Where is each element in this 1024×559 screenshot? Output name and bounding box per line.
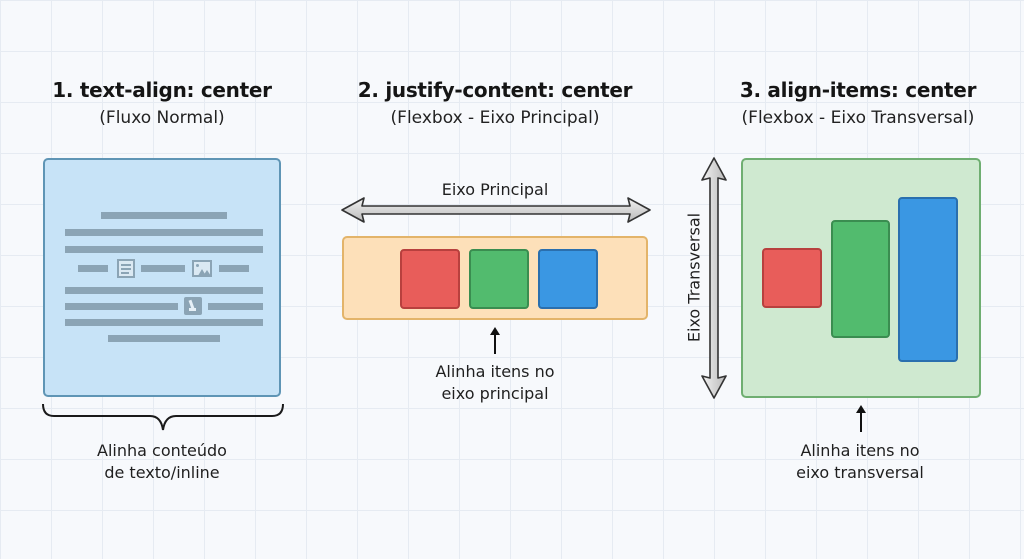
document-icon — [117, 259, 135, 278]
text-line — [101, 212, 227, 219]
flex-item-green — [469, 249, 529, 309]
panel-3-subtitle: (Flexbox - Eixo Transversal) — [741, 108, 975, 128]
caption-line: Alinha itens no — [800, 441, 920, 460]
curly-brace — [42, 403, 284, 431]
flex-item-green — [831, 220, 890, 338]
flex-item-red — [400, 249, 460, 309]
cross-axis-arrow — [701, 157, 727, 399]
text-line — [65, 303, 178, 310]
text-line — [78, 265, 108, 272]
panel-1-caption: Alinha conteúdo de texto/inline — [12, 440, 312, 484]
panel-3-caption: Alinha itens no eixo transversal — [760, 440, 960, 484]
flex-item-blue — [898, 197, 958, 362]
text-line — [65, 319, 263, 326]
text-line — [219, 265, 249, 272]
caption-line: eixo transversal — [796, 463, 924, 482]
panel-2-subtitle: (Flexbox - Eixo Principal) — [390, 108, 600, 128]
up-arrow-icon — [856, 405, 866, 432]
text-line — [65, 229, 263, 236]
main-axis-label: Eixo Principal — [441, 180, 549, 199]
justify-content-container — [342, 236, 648, 320]
text-line — [108, 335, 220, 342]
flex-item-red — [762, 248, 822, 308]
caption-line: Alinha conteúdo — [97, 441, 227, 460]
panel-1-subtitle: (Fluxo Normal) — [99, 108, 225, 128]
caption-line: de texto/inline — [104, 463, 220, 482]
caption-line: Alinha itens no — [435, 362, 555, 381]
main-axis-arrow — [341, 197, 651, 223]
caption-line: eixo principal — [441, 384, 549, 403]
align-items-container — [741, 158, 981, 398]
panel-2-title: 2. justify-content: center — [357, 78, 633, 102]
text-line — [208, 303, 263, 310]
text-align-container — [43, 158, 281, 397]
text-line — [141, 265, 185, 272]
up-arrow-icon — [490, 327, 500, 354]
text-line — [65, 287, 263, 294]
panel-1-title: 1. text-align: center — [52, 78, 272, 102]
flex-item-blue — [538, 249, 598, 309]
image-icon — [192, 260, 212, 277]
person-icon — [184, 297, 202, 315]
text-line — [65, 246, 263, 253]
panel-2-caption: Alinha itens no eixo principal — [395, 361, 595, 405]
panel-3-title: 3. align-items: center — [739, 78, 977, 102]
